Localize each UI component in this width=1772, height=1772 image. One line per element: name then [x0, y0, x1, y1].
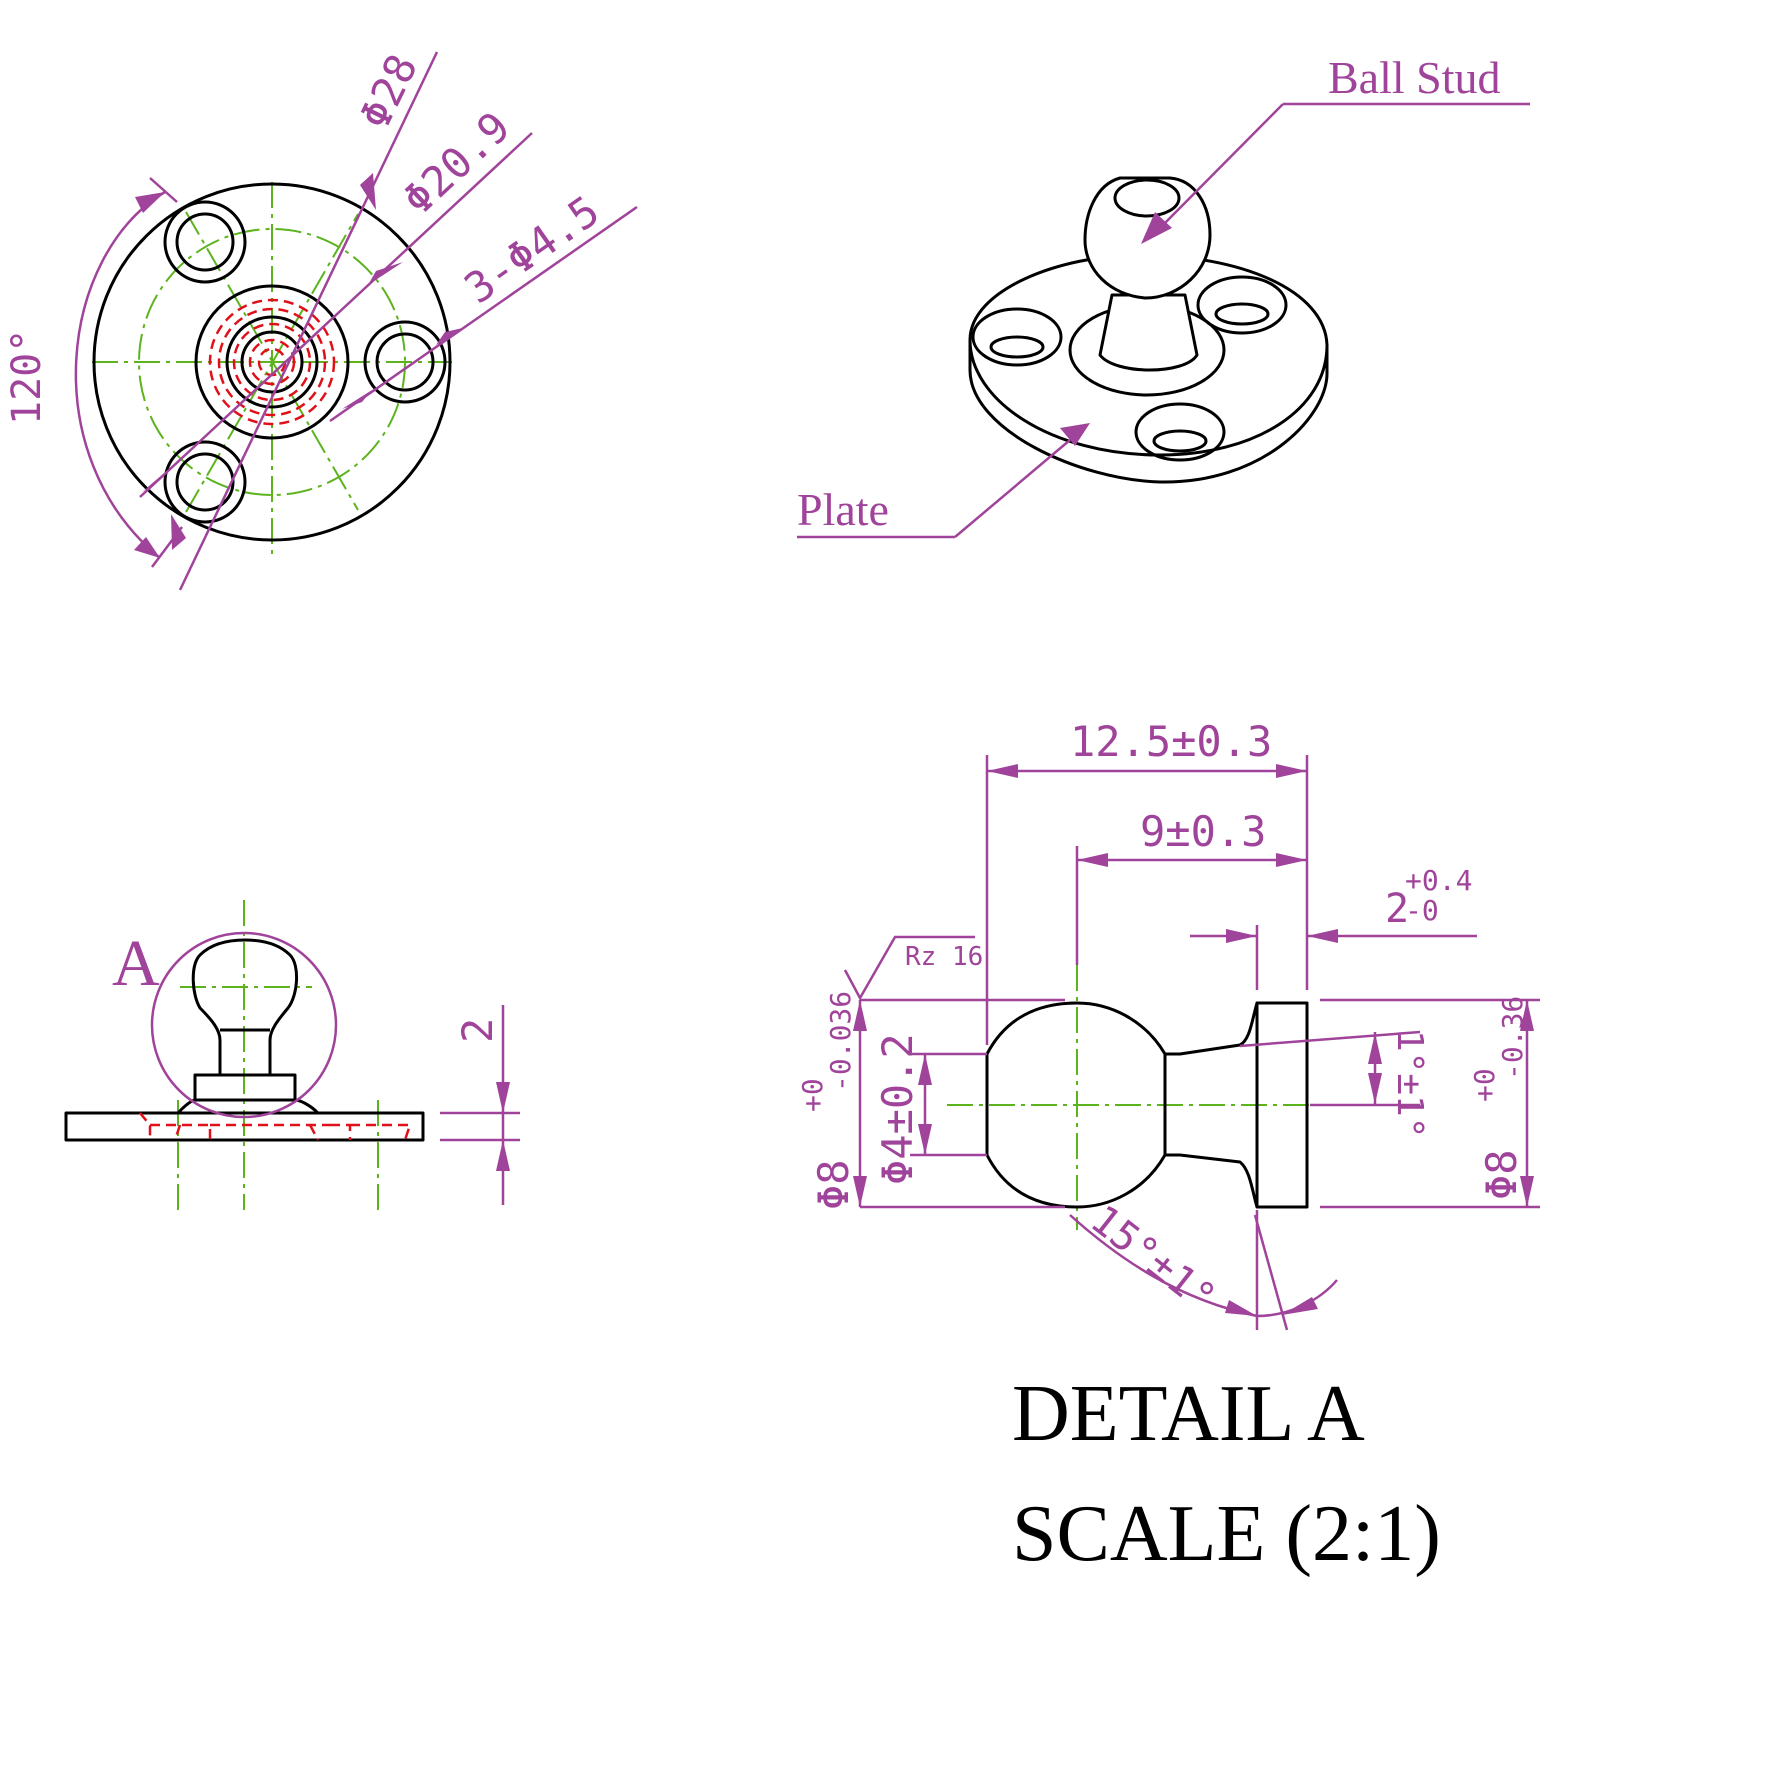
detail-scale: SCALE (2:1) — [1012, 1490, 1441, 1578]
label-ball-stud: Ball Stud — [1328, 52, 1501, 103]
dim-plate-thickness: 2 — [453, 1018, 502, 1043]
side-view: A 2 — [64, 900, 520, 1210]
dim-flange-base: 2 — [1385, 886, 1409, 932]
dim-flange-tol-upper: +0 — [1468, 1068, 1501, 1102]
dim-outer-diameter: Φ28 — [350, 47, 427, 137]
dim-ball-tol-upper: +0 — [796, 1078, 829, 1112]
label-plate: Plate — [797, 484, 889, 535]
detail-callout-letter: A — [112, 927, 160, 1000]
dim-flange-diameter: Φ8 — [1477, 1149, 1526, 1200]
dim-holes: 3-Φ4.5 — [456, 186, 608, 313]
dim-neck-diameter: Φ4±0.2 — [873, 1033, 922, 1185]
dim-flange-lower: -0 — [1405, 894, 1439, 927]
dim-ball-length: 9±0.3 — [1140, 807, 1266, 856]
detail-title: DETAIL A — [1012, 1370, 1365, 1458]
dim-angle: 120° — [4, 329, 50, 425]
iso-view: Ball Stud Plate — [797, 52, 1530, 539]
plate-outline — [92, 182, 452, 542]
dim-ball-diameter: Φ8 — [809, 1159, 858, 1210]
top-view: Φ28 Φ20.9 3-Φ4.5 120° — [4, 47, 638, 591]
dim-flank-angle: 15°±1° — [1082, 1197, 1224, 1322]
mounting-hole — [163, 200, 247, 284]
dim-flange-upper: +0.4 — [1405, 864, 1472, 897]
mounting-hole — [363, 320, 447, 404]
dim-total-length: 12.5±0.3 — [1070, 717, 1272, 766]
dim-ball-tol-lower: -0.036 — [824, 991, 857, 1092]
dim-flange-tol-lower: -0.36 — [1496, 996, 1529, 1080]
roughness-symbol: Rz 16 — [905, 942, 983, 972]
dim-taper-angle: 1°±1° — [1389, 1030, 1430, 1138]
detail-view: 12.5±0.3 9±0.3 2 +0.4 -0 Rz 16 Φ8 +0 -0.… — [796, 717, 1540, 1578]
mounting-hole — [163, 440, 247, 524]
